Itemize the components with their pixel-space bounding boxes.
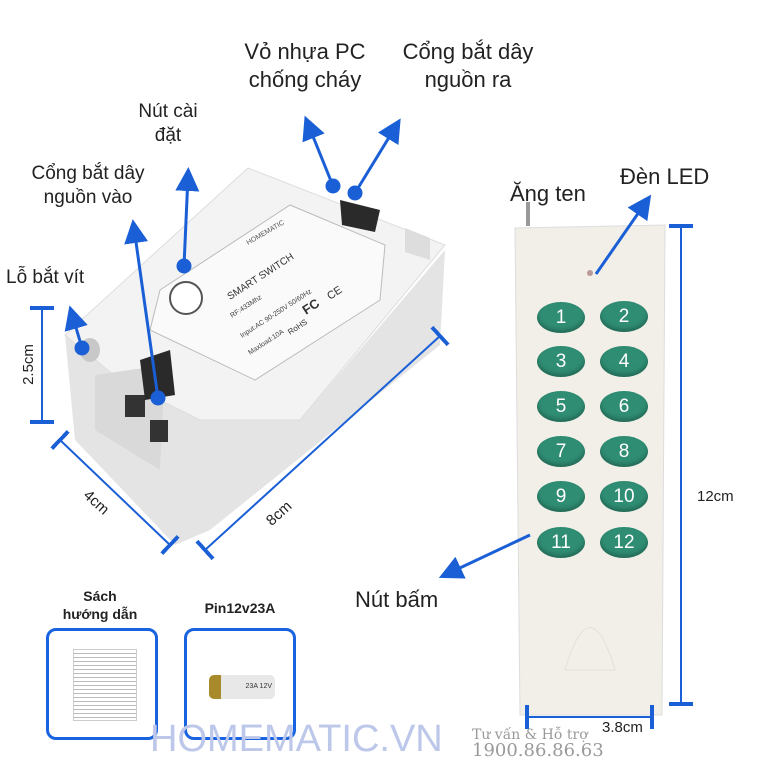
label-manual: Sách hướng dẫn <box>50 588 150 623</box>
dim-remote-width: 3.8cm <box>602 719 643 736</box>
dim-remote-length: 12cm <box>697 488 734 505</box>
arrow-housing <box>302 115 335 187</box>
label-screw-hole: Lỗ bắt vít <box>6 267 85 288</box>
arrow-buttons <box>438 533 531 579</box>
remote-button-8: 8 <box>600 436 648 467</box>
label-input-port-line2: nguồn vào <box>43 186 133 208</box>
label-setup-button-line2: đặt <box>154 124 182 146</box>
label-led: Đèn LED <box>620 164 710 189</box>
label-setup-button-line1: Nút cài <box>138 101 198 122</box>
label-output-port: Cổng bắt dây nguồn ra <box>388 38 548 93</box>
watermark-support: Tư vấn & Hỗ trợ <box>472 727 588 743</box>
arrow-output-port <box>353 118 401 194</box>
remote-button-12: 12 <box>600 527 648 558</box>
label-input-port: Cổng bắt dây nguồn vào <box>18 162 158 210</box>
manual-image <box>73 649 137 721</box>
remote-button-10: 10 <box>600 481 648 512</box>
smart-switch-body <box>64 167 446 545</box>
label-input-port-line1: Cổng bắt dây <box>31 163 145 184</box>
label-output-port-line2: nguồn ra <box>424 66 512 92</box>
remote-button-6: 6 <box>600 391 648 422</box>
manual-box <box>46 628 158 740</box>
remote-button-5: 5 <box>537 391 585 422</box>
remote-button-2: 2 <box>600 301 648 332</box>
arrow-setup-button <box>175 167 200 267</box>
arrow-led <box>594 194 652 275</box>
remote-button-11: 11 <box>537 527 585 558</box>
arrow-input-port <box>124 219 160 399</box>
label-housing: Vỏ nhựa PC chống cháy <box>230 38 380 93</box>
label-setup-button: Nút cài đặt <box>118 100 218 148</box>
battery-image: 23A 12V <box>209 675 275 699</box>
label-manual-line1: Sách <box>83 588 117 604</box>
remote-button-3: 3 <box>537 346 585 377</box>
remote-button-4: 4 <box>600 346 648 377</box>
label-antenna: Ăng ten <box>510 181 586 206</box>
label-battery: Pin12v23A <box>204 600 276 616</box>
dim-height: 2.5cm <box>19 344 37 385</box>
watermark-brand: HOMEMATIC.VN <box>150 718 443 760</box>
remote-button-9: 9 <box>537 481 585 512</box>
dim-line-length <box>195 325 450 561</box>
label-housing-line2: chống cháy <box>248 66 362 92</box>
watermark-phone: 1900.86.86.63 <box>472 740 604 760</box>
label-output-port-line1: Cổng bắt dây <box>402 39 534 64</box>
remote-button-1: 1 <box>537 302 585 333</box>
battery-box: 23A 12V <box>184 628 296 740</box>
label-buttons: Nút bấm <box>355 587 439 612</box>
label-housing-line1: Vỏ nhựa PC <box>244 39 366 64</box>
dim-line-width <box>50 429 180 556</box>
label-manual-line2: hướng dẫn <box>62 605 138 622</box>
remote-button-7: 7 <box>537 436 585 467</box>
